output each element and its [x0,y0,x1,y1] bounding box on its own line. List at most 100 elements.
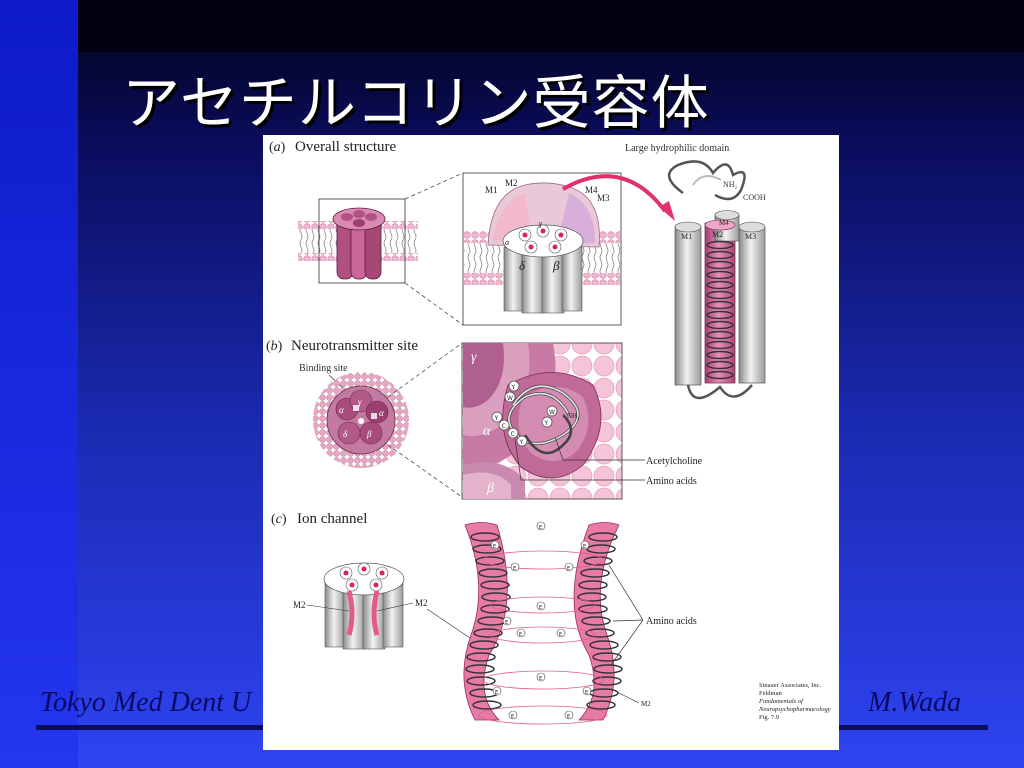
label-cooh: COOH [743,193,766,202]
closeup-gamma: γ [471,350,477,365]
glutamate-residues: E E E E E E E E E E E E E E [490,521,592,720]
residue-4: W [549,409,555,416]
label-m1: M1 [485,185,498,195]
hydrophilic-domain-label: Large hydrophilic domain [625,143,729,154]
credit-line-1: Sinauer Associates, Inc. [759,682,821,689]
receptor-pentamer-small [332,207,386,280]
closeup-alpha: α [483,424,491,439]
panel-c-title: Ion channel [297,511,367,527]
m2-label-channel: M2 [641,700,651,708]
binding-site-label: Binding site [299,363,348,374]
residue-e-10: E [539,676,542,682]
receptor-enlarged: δ β γ α [487,182,600,314]
amino-acids-b-leader [514,438,622,481]
subunit-beta: β [552,258,560,273]
zoom-line-top [404,172,464,200]
residue-e-2: E [493,544,496,550]
left-helix-coils [465,532,511,710]
credit-line-5: Fig. 7.9 [759,714,779,721]
subunit-alpha: α [505,238,510,247]
receptor-figure-svg: (a) Overall structure Large hydrophilic … [266,139,831,725]
residue-e-5: E [567,566,570,572]
panel-c-letter: c [276,512,283,527]
residue-e-7: E [505,620,508,626]
helical-channel: E E E E E E E E E E E E E E [463,521,623,725]
residue-e-12: E [585,690,588,696]
svg-text:(c): (c) [271,512,287,527]
residue-6: C [502,423,506,430]
residue-5: Y [544,420,549,427]
zoom-line-b-bottom [387,444,463,498]
slide-title: アセチルコリン受容体 [122,69,710,137]
panel-a-letter: a [274,140,281,155]
svg-text:(a): (a) [269,140,286,155]
topo-label-m4: M4 [719,219,729,227]
topo-label-m3: M3 [745,232,756,241]
binding-site-closeup: γ α β NH₂ Y W Y W Y C C Y [461,342,623,500]
panel-c: (c) Ion channel M2 M2 [271,511,697,725]
top-view-beta: β [366,429,372,439]
zoom-line-bottom [404,282,464,326]
residue-e-13: E [511,714,514,720]
panel-b-letter: b [271,339,278,354]
subunit-topology: NH₂ COOH M1 M2 M3 M4 [668,160,766,400]
figure-credit: Sinauer Associates, Inc. Feldman Fundame… [758,682,831,721]
footer-institution: Tokyo Med Dent U [40,687,252,718]
left-accent-band [0,0,78,768]
closeup-beta: β [486,481,494,496]
top-view-alpha-1: α [339,405,344,415]
label-nh2-a: NH₂ [723,180,738,189]
subunit-gamma: γ [539,219,543,228]
right-helix-coils [577,532,623,710]
m2-helix-coils [706,240,734,380]
zoom-line-b-top [387,342,463,398]
top-dark-band [78,0,1024,52]
top-view-delta: δ [343,429,348,439]
panel-b: (b) Neurotransmitter site Binding site γ… [266,338,703,500]
residue-e-4: E [513,566,516,572]
credit-line-3: Fundamentals of [758,698,804,705]
svg-text:(b): (b) [266,339,283,354]
residue-e-14: E [567,714,570,720]
topo-label-m1: M1 [681,232,692,241]
top-view-gamma: γ [358,397,362,407]
label-m4: M4 [585,185,598,195]
residue-e-1: E [539,525,542,531]
m2-label-right: M2 [415,598,428,608]
panel-b-title: Neurotransmitter site [291,338,418,354]
subunit-delta: δ [519,258,526,273]
label-m3: M3 [597,193,610,203]
topo-label-m2: M2 [712,230,723,239]
pentamer-top-view: γ α α δ β [313,372,409,468]
amino-acids-label-b: Amino acids [646,476,697,487]
expand-arrowhead [659,201,675,221]
panel-a-title: Overall structure [295,139,397,155]
closeup-nh2: NH₂ [567,412,580,420]
receptor-figure: (a) Overall structure Large hydrophilic … [263,135,839,750]
residue-e-8: E [519,632,522,638]
expand-arrow [562,174,667,213]
residue-markers: Y W Y W Y C C Y [491,380,558,447]
top-view-alpha-2: α [379,408,384,418]
residue-8: Y [519,439,524,446]
residue-1: Y [511,384,516,391]
m2-label-left: M2 [293,600,306,610]
credit-line-4: Neuropsychopharmacology [758,706,831,713]
residue-3: Y [494,415,499,422]
credit-line-2: Feldman [759,690,782,697]
footer-author: M.Wada [868,687,962,718]
amino-acids-label-c: Amino acids [646,616,697,627]
panel-a: (a) Overall structure Large hydrophilic … [269,139,766,400]
residue-e-9: E [559,632,562,638]
residue-e-6: E [539,605,542,611]
pore-rings [478,550,608,725]
label-m2: M2 [505,178,518,188]
residue-e-3: E [583,544,586,550]
residue-7: C [511,431,515,438]
acetylcholine-leader [554,436,622,461]
channel-cylinders [323,562,405,650]
residue-e-11: E [495,690,498,696]
residue-2: W [507,395,513,402]
zoom-box [318,198,406,284]
acetylcholine-label: Acetylcholine [646,456,703,467]
